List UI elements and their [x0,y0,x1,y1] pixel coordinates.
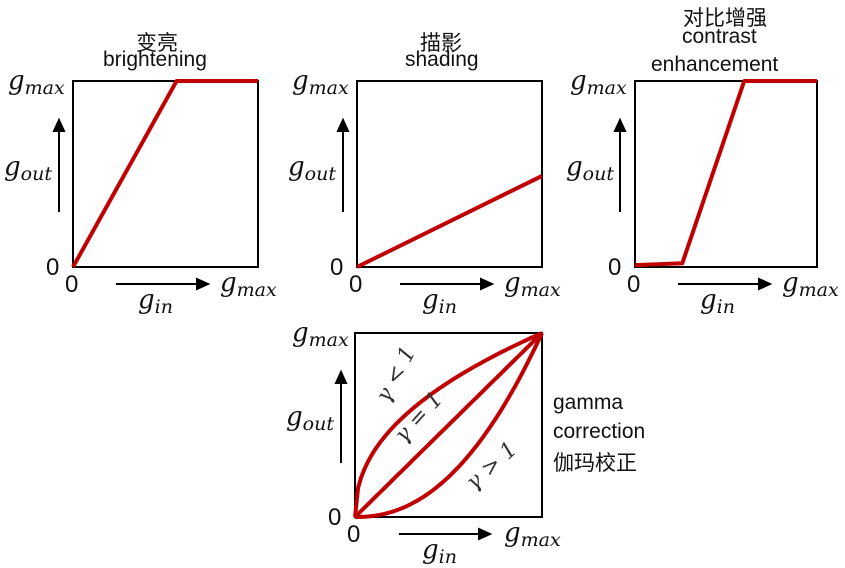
brightening-title-en: brightening [103,48,207,71]
contrast-gmax-x-label: gmax [782,268,839,301]
gamma-gin-label: gin [422,535,457,568]
brightening-zero-x: 0 [65,271,79,298]
brightening-gmax-x-label: gmax [220,268,277,301]
shading-out-arrow [336,117,350,212]
gamma-title-en-line1: gamma [553,391,624,414]
gamma-in-arrow [399,527,493,541]
brightening-gin-label: gin [138,285,173,318]
shading-gmax-x-label: gmax [504,268,561,301]
contrast-zero-x: 0 [627,271,641,298]
gamma-gout-label: gout [286,402,334,435]
brightening-gmax-y-label: gmax [8,66,65,99]
contrast-gin-label: gin [700,285,735,318]
contrast-gmax-y-label: gmax [570,66,627,99]
shading-curve [356,174,543,269]
gamma-title-en-line2: correction [553,420,646,443]
gamma-zero-x: 0 [347,521,361,548]
shading-title-cn: 描影 [420,31,462,55]
contrast-gout-label: gout [566,152,614,185]
shading-gmax-y-label: gmax [292,66,349,99]
gamma-eq1-curve [353,331,544,519]
brightening-curve [71,79,258,268]
contrast-out-arrow [613,117,627,212]
contrast-curve [634,79,817,268]
gamma-gmax-x-label: gmax [504,518,561,551]
gamma-lt1-label: γ < 1 [371,342,421,406]
contrast-title-en-line2: enhancement [651,53,779,76]
contrast-title-en-line1: contrast [682,25,757,48]
brightening-gout-label: gout [4,152,52,185]
shading-plot-frame [356,80,543,268]
brightening-out-arrow [52,117,66,212]
shading-in-arrow [400,277,495,291]
gamma-title-cn: 伽玛校正 [553,451,637,475]
shading-gout-label: gout [288,152,336,185]
brightening-in-arrow [116,277,211,291]
brightening-title-cn: 变亮 [136,31,178,55]
gamma-lt1-curve [353,331,543,518]
gamma-gmax-y-label: gmax [292,318,349,351]
shading-title-en: shading [405,48,479,71]
brightening-zero-y: 0 [46,254,60,281]
contrast-zero-y: 0 [608,254,622,281]
gamma-zero-y: 0 [328,504,342,531]
contrast-in-arrow [678,277,773,291]
gamma-out-arrow [334,369,348,463]
gamma-plot-frame [354,332,543,518]
contrast-title-cn: 对比增强 [683,6,767,30]
shading-gin-label: gin [422,285,457,318]
gamma-gt1-label: γ > 1 [461,437,522,495]
shading-zero-y: 0 [330,254,344,281]
contrast-plot-frame [634,80,818,268]
shading-zero-x: 0 [349,271,363,298]
brightening-plot-frame [72,80,259,268]
gamma-gt1-curve [355,332,544,519]
